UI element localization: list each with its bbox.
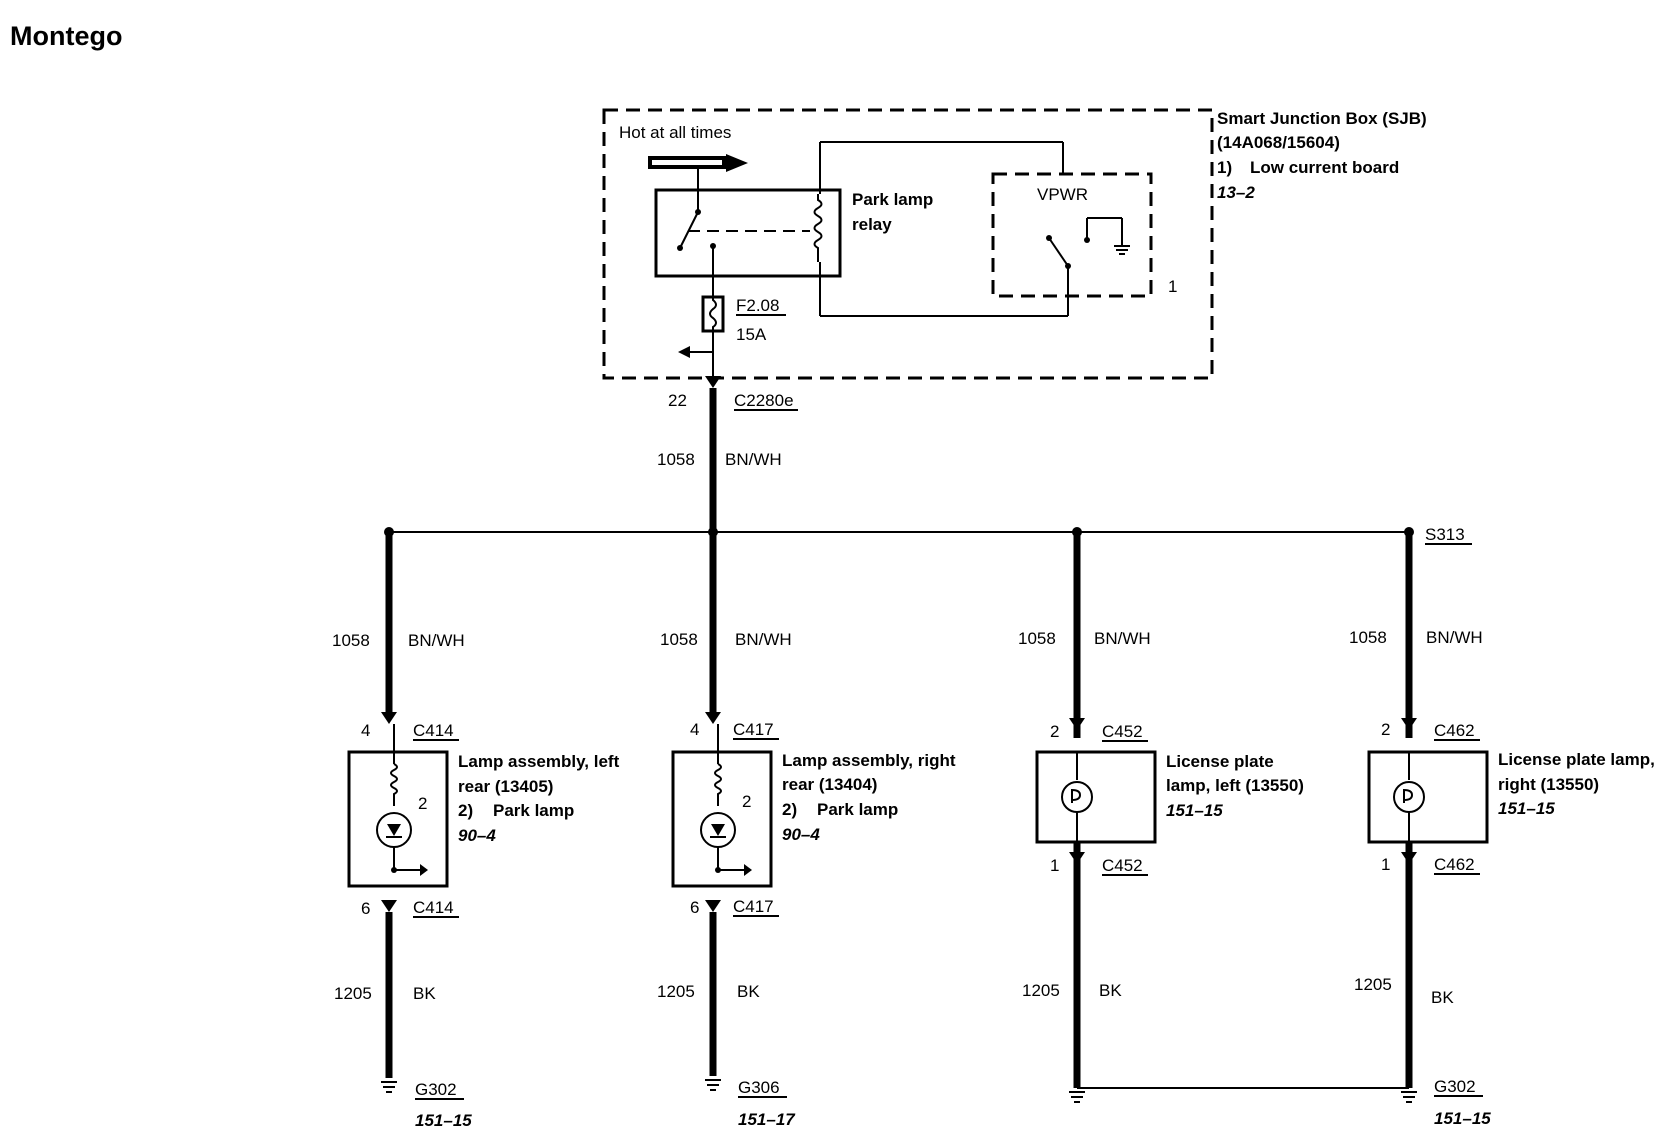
lamp2-name-line2: rear (13404) <box>782 775 877 794</box>
ground-g302-right-icon <box>1401 1091 1417 1103</box>
lamp4-ground: G302 <box>1434 1077 1476 1096</box>
lamp2-pin-top: 4 <box>690 720 699 739</box>
lamp-assembly-left-rear: 1058 BN/WH 4 C414 2 Lamp assembly, left … <box>332 532 620 1130</box>
license-lamp-bulb-icon <box>1061 781 1093 813</box>
lamp4-pin-top: 2 <box>1381 720 1390 739</box>
c2280e-connector-icon <box>705 376 721 388</box>
lamp1-connector-top: C414 <box>413 721 454 740</box>
relay-label-line2: relay <box>852 215 892 234</box>
lamp4-color-bottom: BK <box>1431 988 1454 1007</box>
lamp3-name-line2: lamp, left (13550) <box>1166 776 1304 795</box>
sjb-board-name: Low current board <box>1250 158 1399 177</box>
license-lamp-bulb-icon <box>1393 781 1425 813</box>
lamp1-pin-bottom: 6 <box>361 899 370 918</box>
sjb-dashed-outline <box>602 108 1214 380</box>
lamp1-inner-pin: 2 <box>418 794 427 813</box>
license-plate-lamp-left: 1058 BN/WH 2 C452 License plate lamp, le… <box>1018 532 1304 1103</box>
license-plate-lamp-right: 1058 BN/WH 2 C462 License plate lamp, ri… <box>1349 532 1655 1128</box>
sjb-part-number: (14A068/15604) <box>1217 133 1340 152</box>
lamp1-item: Park lamp <box>493 801 574 820</box>
lamp1-connector-bottom: C414 <box>413 898 454 917</box>
lamp3-connector-bottom: C452 <box>1102 856 1143 875</box>
sjb-board-number: 1) <box>1217 158 1232 177</box>
lamp3-connector-top: C452 <box>1102 722 1143 741</box>
ground-g306-icon <box>705 1079 721 1091</box>
lamp4-pin-bottom: 1 <box>1381 855 1390 874</box>
lamp2-reference: 90–4 <box>782 825 820 844</box>
lamp2-inner-pin: 2 <box>742 792 751 811</box>
feed-circuit: 1058 <box>657 450 695 469</box>
sjb-name: Smart Junction Box (SJB) <box>1217 109 1427 128</box>
lamp1-name-line1: Lamp assembly, left <box>458 752 620 771</box>
park-lamp-relay: Park lamp relay <box>654 169 933 290</box>
lamp1-item-number: 2) <box>458 801 473 820</box>
lamp-assembly-right-rear: 1058 BN/WH 4 C417 2 Lamp assembly, right… <box>657 532 956 1129</box>
relay-coil-icon <box>813 194 823 262</box>
hot-feed-arrow-icon <box>648 154 748 172</box>
lamp2-ground: G306 <box>738 1078 780 1097</box>
lamp4-circuit-bottom: 1205 <box>1354 975 1392 994</box>
fuse-amp: 15A <box>736 325 767 344</box>
lamp2-ground-reference: 151–17 <box>738 1110 796 1129</box>
lamp4-name-line1: License plate lamp, <box>1498 750 1655 769</box>
vpwr-dashed-box <box>991 172 1153 298</box>
sjb-reference: 13–2 <box>1217 183 1255 202</box>
hot-at-all-times-label: Hot at all times <box>619 123 731 142</box>
feed-color: BN/WH <box>725 450 782 469</box>
sjb-connector: C2280e <box>734 391 794 410</box>
lamp4-name-line2: right (13550) <box>1498 775 1599 794</box>
fuse-id: F2.08 <box>736 296 779 315</box>
lamp3-color-bottom: BK <box>1099 981 1122 1000</box>
ground-g302-left-icon <box>381 1081 397 1093</box>
fuse-f2-08: F2.08 15A <box>678 290 786 358</box>
relay-box <box>654 188 842 278</box>
lamp3-pin-top: 2 <box>1050 722 1059 741</box>
sjb-note-number: 1 <box>1168 277 1177 296</box>
lamp2-item: Park lamp <box>817 800 898 819</box>
lamp2-connector-bottom: C417 <box>733 897 774 916</box>
lamp2-circuit-top: 1058 <box>660 630 698 649</box>
lamp3-pin-bottom: 1 <box>1050 856 1059 875</box>
splice-label: S313 <box>1425 525 1465 544</box>
lamp4-ground-reference: 151–15 <box>1434 1109 1491 1128</box>
lamp2-color-bottom: BK <box>737 982 760 1001</box>
vpwr-module: VPWR <box>991 172 1153 298</box>
lamp2-color-top: BN/WH <box>735 630 792 649</box>
branch-arrow-icon <box>678 346 690 358</box>
lamp2-circuit-bottom: 1205 <box>657 982 695 1001</box>
lamp1-name-line2: rear (13405) <box>458 777 553 796</box>
lamp4-color-top: BN/WH <box>1426 628 1483 647</box>
lamp1-ground-reference: 151–15 <box>415 1111 472 1130</box>
page-title: Montego <box>10 21 122 51</box>
lamp2-name-line1: Lamp assembly, right <box>782 751 956 770</box>
vpwr-label: VPWR <box>1037 185 1088 204</box>
lamp1-color-bottom: BK <box>413 984 436 1003</box>
vpwr-ground-icon <box>1114 245 1130 255</box>
lamp3-name-line1: License plate <box>1166 752 1274 771</box>
lamp1-reference: 90–4 <box>458 826 496 845</box>
lamp4-reference: 151–15 <box>1498 799 1555 818</box>
lamp2-pin-bottom: 6 <box>690 898 699 917</box>
relay-label-line1: Park lamp <box>852 190 933 209</box>
lamp2-connector-top: C417 <box>733 720 774 739</box>
sjb-pin: 22 <box>668 391 687 410</box>
lamp3-color-top: BN/WH <box>1094 629 1151 648</box>
lamp1-pin-top: 4 <box>361 721 370 740</box>
lamp4-connector-top: C462 <box>1434 721 1475 740</box>
lamp4-connector-bottom: C462 <box>1434 855 1475 874</box>
smart-junction-box: Smart Junction Box (SJB) (14A068/15604) … <box>602 108 1427 380</box>
lamp4-circuit-top: 1058 <box>1349 628 1387 647</box>
lamp1-circuit-bottom: 1205 <box>334 984 372 1003</box>
lamp3-circuit-bottom: 1205 <box>1022 981 1060 1000</box>
lamp3-reference: 151–15 <box>1166 801 1223 820</box>
lamp1-color-top: BN/WH <box>408 631 465 650</box>
lamp3-circuit-top: 1058 <box>1018 629 1056 648</box>
lamp1-circuit-top: 1058 <box>332 631 370 650</box>
lamp2-item-number: 2) <box>782 800 797 819</box>
lamp1-ground: G302 <box>415 1080 457 1099</box>
ground-shared-icon <box>1069 1091 1085 1103</box>
